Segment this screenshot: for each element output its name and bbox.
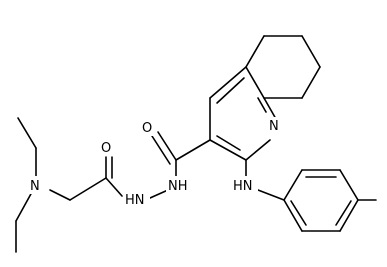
diethylamine-nitrogen-label: N bbox=[30, 179, 40, 194]
hydrazide-oxygen-label: O bbox=[101, 141, 111, 156]
bond bbox=[257, 189, 285, 201]
bond bbox=[149, 189, 169, 199]
bond bbox=[69, 177, 107, 201]
bond bbox=[245, 66, 265, 99]
bond bbox=[157, 131, 177, 161]
bond bbox=[301, 35, 321, 68]
hydrazide-hn-label: HN bbox=[125, 193, 145, 208]
bond bbox=[263, 97, 277, 120]
bond bbox=[209, 66, 247, 99]
bond bbox=[257, 97, 267, 113]
bond bbox=[245, 35, 265, 68]
bond bbox=[209, 139, 247, 161]
bond bbox=[175, 139, 211, 161]
bond bbox=[15, 191, 33, 222]
amide-oxygen-label: O bbox=[142, 121, 152, 136]
bonds bbox=[15, 35, 377, 253]
bond bbox=[151, 135, 171, 165]
bond bbox=[245, 139, 271, 161]
bond bbox=[339, 169, 359, 201]
bond bbox=[17, 117, 37, 149]
bond bbox=[283, 199, 303, 232]
bond bbox=[290, 200, 307, 226]
bond bbox=[283, 169, 303, 201]
bond bbox=[301, 66, 321, 99]
bond bbox=[49, 189, 71, 201]
bond bbox=[105, 177, 123, 197]
hydrazide-nh-label: NH bbox=[168, 179, 188, 194]
bond bbox=[216, 135, 241, 151]
bond bbox=[335, 200, 352, 226]
bond bbox=[216, 77, 245, 104]
bond bbox=[339, 199, 359, 232]
aniline-hn-label: HN bbox=[233, 179, 253, 194]
pyridine-nitrogen-label: N bbox=[269, 119, 279, 134]
atom-labels: N O NH HN O N HN bbox=[28, 117, 282, 208]
